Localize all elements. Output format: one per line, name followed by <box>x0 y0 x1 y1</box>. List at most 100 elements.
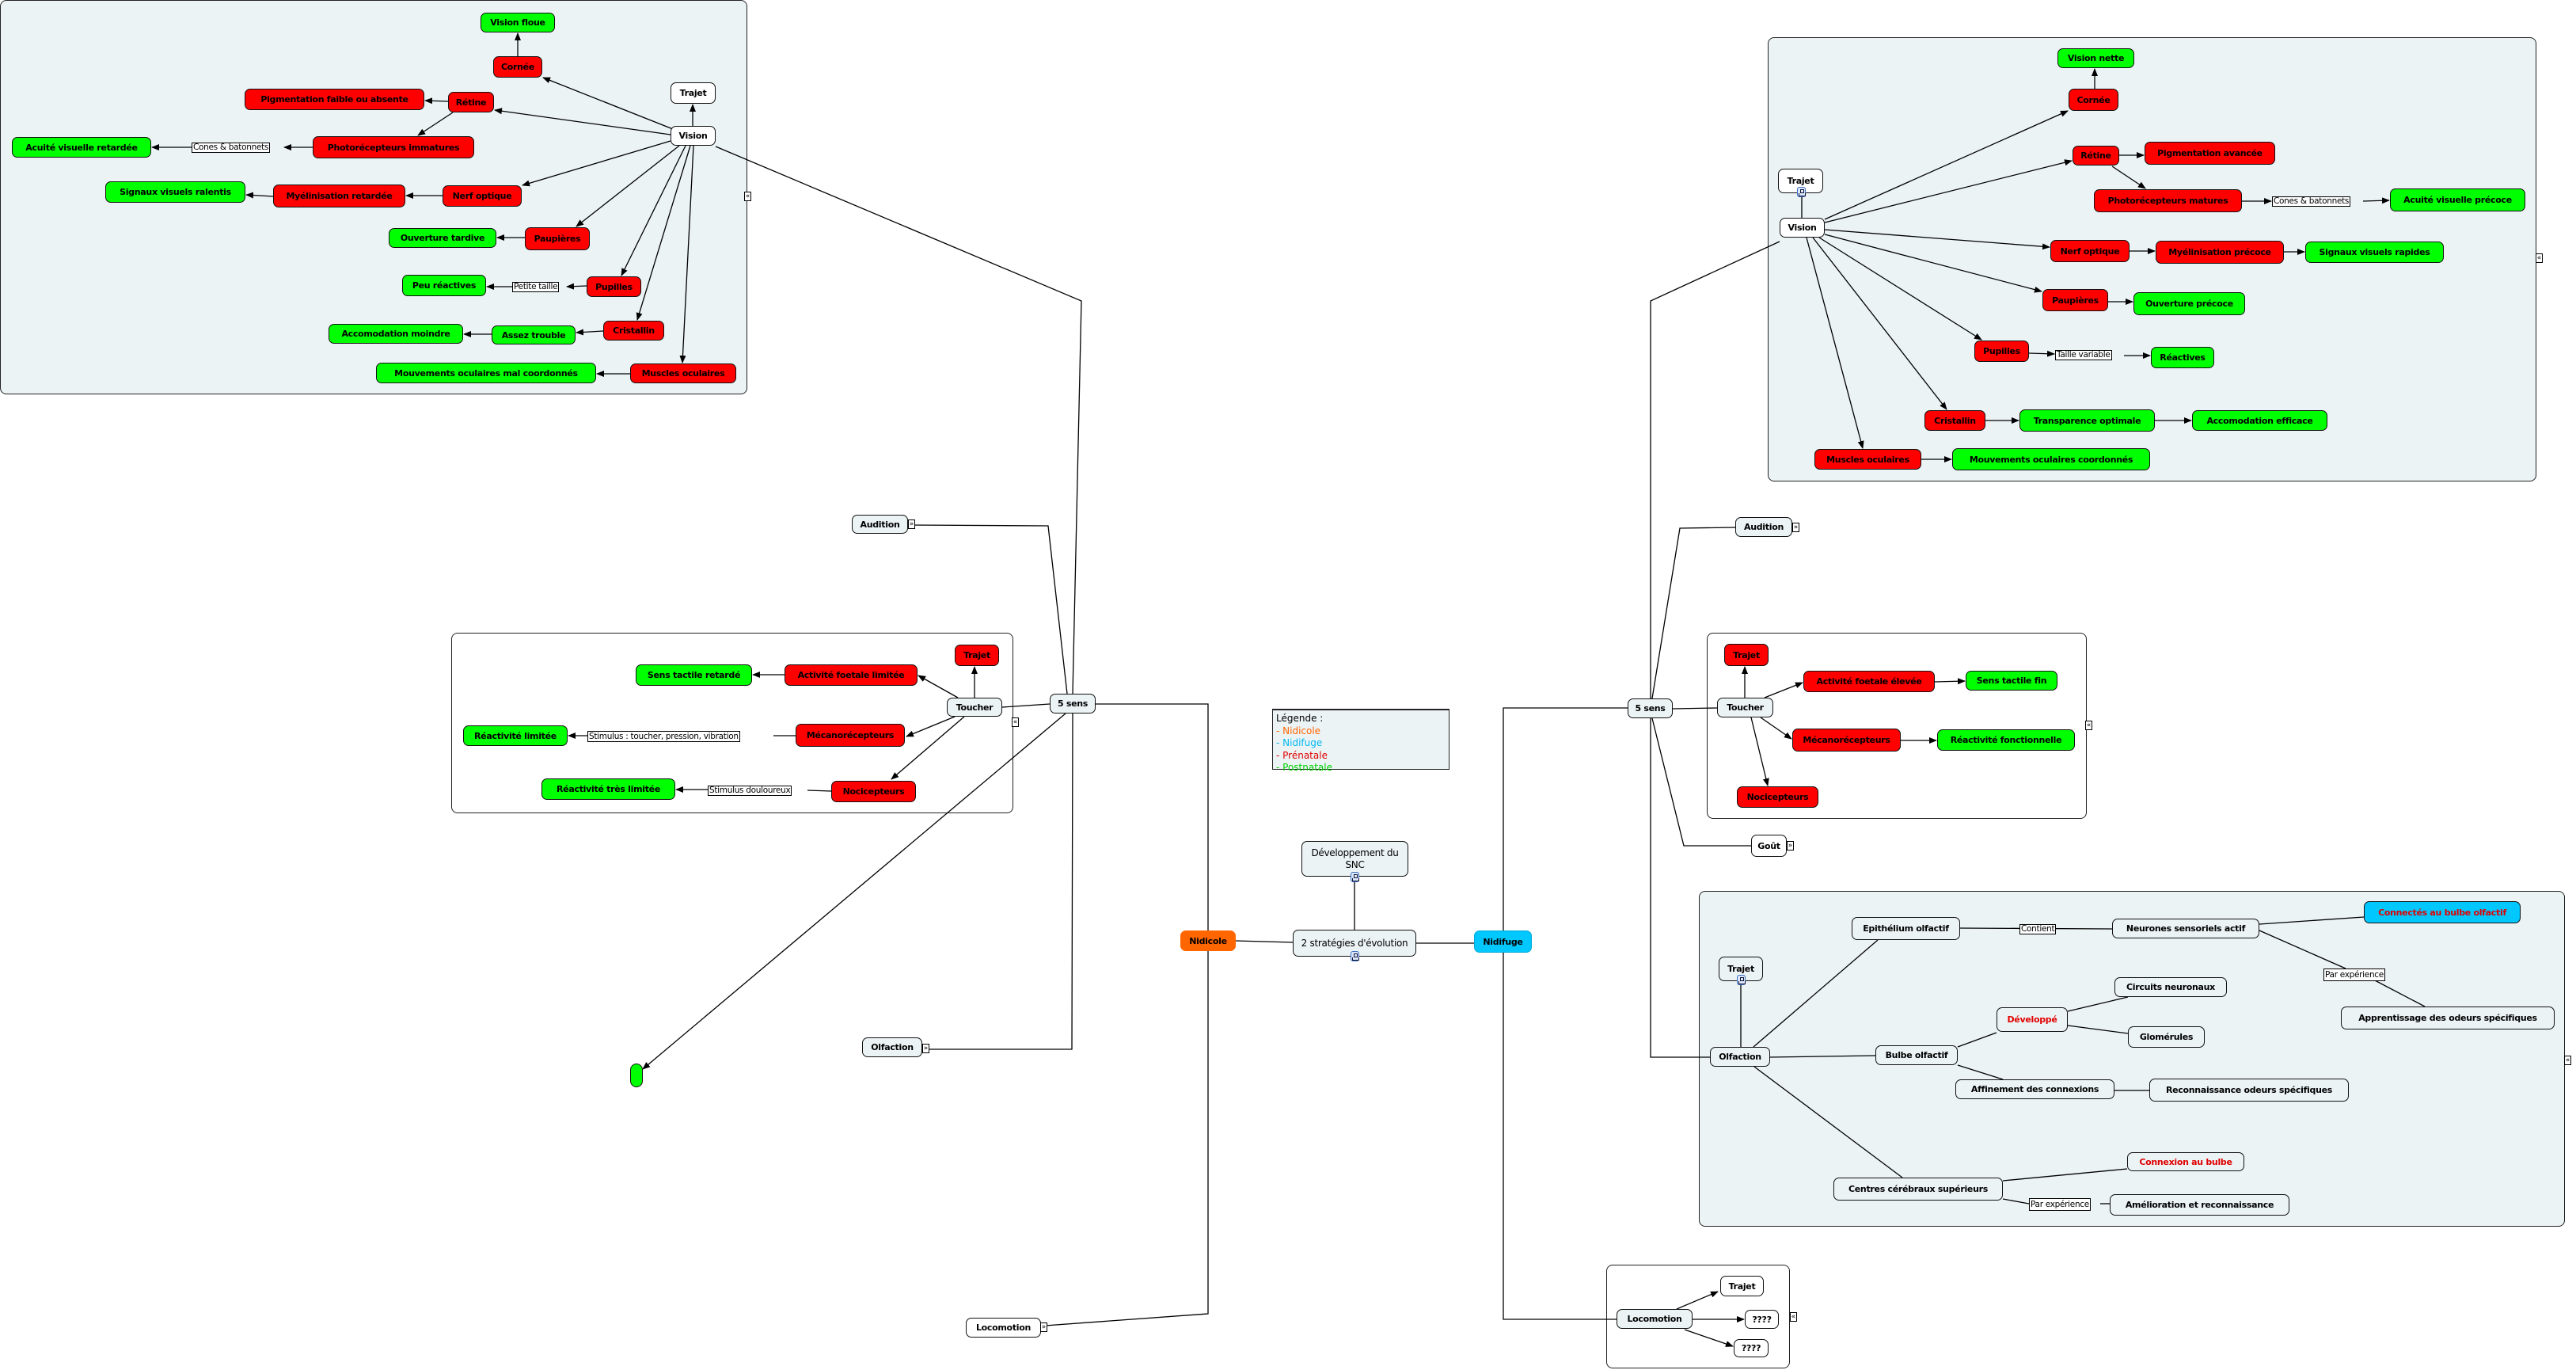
submap-icon[interactable] <box>1737 975 1746 985</box>
vision-floue-node[interactable]: Vision floue <box>481 13 555 32</box>
unknown-node-2[interactable]: ???? <box>1734 1339 1769 1357</box>
nidicole-audition-node[interactable]: Audition <box>852 515 908 534</box>
reactivite-tres-limitee-node[interactable]: Réactivité très limitée <box>541 778 675 800</box>
unknown-node-1[interactable]: ???? <box>1745 1310 1779 1329</box>
toucher-trajet-node[interactable]: Trajet <box>955 645 999 666</box>
trajet-node[interactable]: Trajet <box>1778 169 1823 193</box>
nidicole-5sens-node[interactable]: 5 sens <box>1050 694 1096 714</box>
empty-green-node[interactable] <box>630 1064 643 1087</box>
epithelium-node[interactable]: Epithélium olfactif <box>1852 917 1960 940</box>
bulbe-node[interactable]: Bulbe olfactif <box>1875 1045 1958 1065</box>
vision-node[interactable]: Vision <box>671 126 716 146</box>
retine-node[interactable]: Rétine <box>2073 146 2119 166</box>
gout-node[interactable]: Goût <box>1751 835 1787 857</box>
cornee-node[interactable]: Cornée <box>493 56 542 78</box>
expand-icon[interactable]: » <box>1787 841 1794 851</box>
nidicole-olfaction-node[interactable]: Olfaction <box>862 1037 922 1057</box>
neurones-node[interactable]: Neurones sensoriels actif <box>2112 919 2259 938</box>
vision-nette-node[interactable]: Vision nette <box>2057 48 2134 68</box>
reactives-node[interactable]: Réactives <box>2151 347 2214 368</box>
myelinisation-node[interactable]: Myélinisation précoce <box>2156 241 2284 264</box>
collapse-icon[interactable]: « <box>744 192 751 201</box>
affinement-node[interactable]: Affinement des connexions <box>1955 1079 2114 1099</box>
muscles-node[interactable]: Muscles oculaires <box>630 363 736 383</box>
pupilles-node[interactable]: Pupilles <box>587 276 641 297</box>
submap-icon[interactable] <box>1797 187 1806 197</box>
collapse-icon[interactable]: « <box>1790 1312 1797 1322</box>
retine-node[interactable]: Rétine <box>448 92 494 112</box>
vision-node[interactable]: Vision <box>1780 218 1825 238</box>
toucher-node[interactable]: Toucher <box>947 698 1002 717</box>
reactivite-fonctionnelle-node[interactable]: Réactivité fonctionnelle <box>1937 729 2075 751</box>
ouverture-node[interactable]: Ouverture précoce <box>2133 292 2245 315</box>
collapse-icon[interactable]: « <box>2536 253 2543 263</box>
locomotion-node[interactable]: Locomotion <box>1617 1309 1693 1329</box>
circuits-node[interactable]: Circuits neuronaux <box>2114 977 2227 997</box>
pupilles-node[interactable]: Pupilles <box>1974 341 2029 362</box>
signaux-node[interactable]: Signaux visuels rapides <box>2305 242 2444 263</box>
nerf-optique-node[interactable]: Nerf optique <box>443 185 522 207</box>
acuite-node[interactable]: Acuité visuelle retardée <box>12 137 151 158</box>
nidicole-node[interactable]: Nidicole <box>1180 930 1236 951</box>
nocicepteurs-node[interactable]: Nocicepteurs <box>1737 786 1818 808</box>
accomodation-node[interactable]: Accomodation efficace <box>2192 410 2327 431</box>
centres-node[interactable]: Centres cérébraux supérieurs <box>1833 1178 2003 1201</box>
toucher-trajet-node[interactable]: Trajet <box>1724 644 1769 666</box>
olfaction-trajet-node[interactable]: Trajet <box>1719 957 1763 981</box>
olfaction-node[interactable]: Olfaction <box>1710 1047 1770 1067</box>
amelioration-node[interactable]: Amélioration et reconnaissance <box>2110 1194 2289 1216</box>
cristallin-node[interactable]: Cristallin <box>1924 410 1985 431</box>
acuite-node[interactable]: Acuité visuelle précoce <box>2390 188 2525 211</box>
connectes-node[interactable]: Connectés au bulbe olfactif <box>2364 901 2521 923</box>
expand-icon[interactable]: » <box>1792 523 1799 532</box>
cristallin-node[interactable]: Cristallin <box>603 321 664 341</box>
reconnaissance-node[interactable]: Reconnaissance odeurs spécifiques <box>2149 1079 2349 1102</box>
collapse-icon[interactable]: « <box>2564 1056 2571 1065</box>
assez-trouble-node[interactable]: Assez trouble <box>492 325 576 344</box>
collapse-icon[interactable]: « <box>1012 717 1019 727</box>
nidifuge-5sens-node[interactable]: 5 sens <box>1628 698 1673 718</box>
photorecepteurs-node[interactable]: Photorécepteurs matures <box>2094 189 2242 212</box>
paupieres-node[interactable]: Paupières <box>525 227 590 250</box>
glomerules-node[interactable]: Glomérules <box>2128 1026 2205 1048</box>
submap-icon[interactable] <box>1351 951 1359 961</box>
nidifuge-audition-node[interactable]: Audition <box>1735 517 1792 537</box>
mouvements-node[interactable]: Mouvements oculaires mal coordonnés <box>376 363 596 383</box>
mecanorecepteurs-node[interactable]: Mécanorécepteurs <box>1792 729 1901 752</box>
pigmentation-node[interactable]: Pigmentation avancée <box>2145 142 2275 165</box>
sens-tactile-node[interactable]: Sens tactile fin <box>1966 671 2057 691</box>
sens-tactile-node[interactable]: Sens tactile retardé <box>636 664 752 686</box>
nocicepteurs-node[interactable]: Nocicepteurs <box>831 781 916 802</box>
expand-icon[interactable]: » <box>1040 1322 1047 1332</box>
transparence-node[interactable]: Transparence optimale <box>2019 409 2155 432</box>
apprentissage-node[interactable]: Apprentissage des odeurs spécifiques <box>2341 1007 2555 1029</box>
submap-icon[interactable] <box>1351 872 1359 882</box>
photorecepteurs-node[interactable]: Photorécepteurs immatures <box>313 136 474 158</box>
locomotion-trajet-node[interactable]: Trajet <box>1720 1276 1764 1296</box>
trajet-node[interactable]: Trajet <box>671 82 716 104</box>
ouverture-node[interactable]: Ouverture tardive <box>389 228 496 248</box>
nidifuge-node[interactable]: Nidifuge <box>1474 930 1532 953</box>
accomodation-node[interactable]: Accomodation moindre <box>329 324 463 344</box>
mecanorecepteurs-node[interactable]: Mécanorécepteurs <box>796 724 905 747</box>
pigmentation-node[interactable]: Pigmentation faible ou absente <box>245 89 424 110</box>
cornee-node[interactable]: Cornée <box>2069 89 2118 111</box>
expand-icon[interactable]: » <box>922 1044 929 1053</box>
paupieres-node[interactable]: Paupières <box>2042 289 2108 311</box>
signaux-node[interactable]: Signaux visuels ralentis <box>105 181 245 203</box>
myelinisation-node[interactable]: Myélinisation retardée <box>273 185 405 207</box>
muscles-node[interactable]: Muscles oculaires <box>1814 449 1921 470</box>
mouvements-node[interactable]: Mouvements oculaires coordonnés <box>1952 448 2150 470</box>
expand-icon[interactable]: » <box>908 519 915 529</box>
snc-node[interactable]: Développement du SNC <box>1301 841 1408 877</box>
activite-node[interactable]: Activité foetale limitée <box>785 664 918 686</box>
nerf-optique-node[interactable]: Nerf optique <box>2050 240 2130 262</box>
toucher-node[interactable]: Toucher <box>1717 698 1773 717</box>
connexion-node[interactable]: Connexion au bulbe <box>2127 1152 2244 1171</box>
peu-reactives-node[interactable]: Peu réactives <box>402 275 486 296</box>
collapse-icon[interactable]: « <box>2085 721 2092 730</box>
activite-node[interactable]: Activité foetale élevée <box>1803 671 1935 692</box>
nidicole-locomotion-node[interactable]: Locomotion <box>966 1318 1041 1338</box>
reactivite-limitee-node[interactable]: Réactivité limitée <box>463 725 568 746</box>
developpe-node[interactable]: Développé <box>1997 1007 2068 1032</box>
